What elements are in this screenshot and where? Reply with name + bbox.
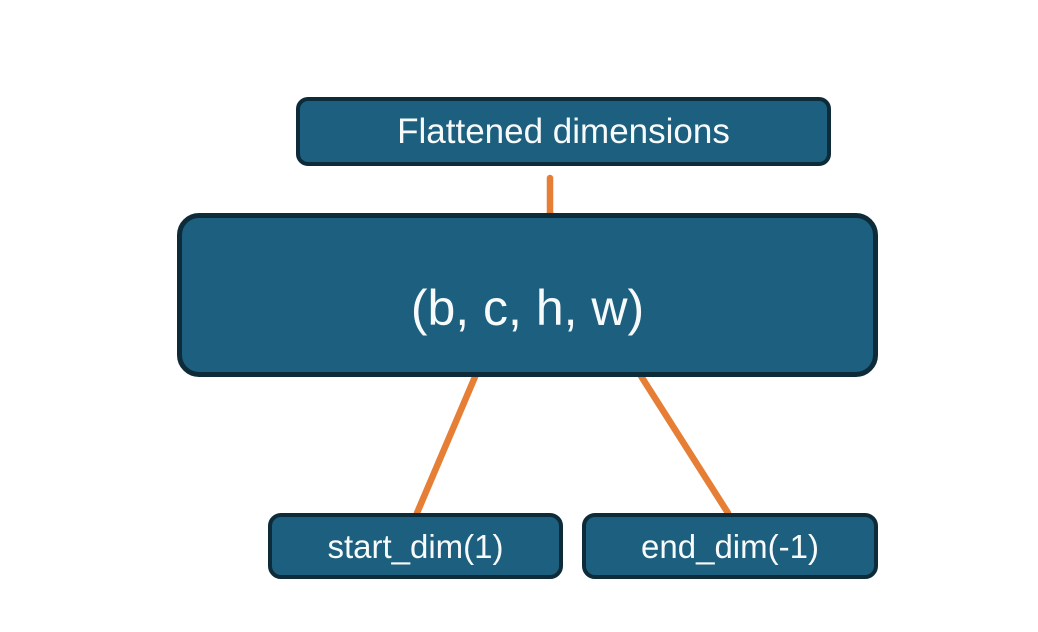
node-start-dim: start_dim(1) bbox=[268, 513, 563, 579]
tensor-shape-label: (b, c, h, w) bbox=[410, 280, 645, 336]
end-dim-label: end_dim(-1) bbox=[641, 527, 819, 565]
flattened-dimensions-label: Flattened dimensions bbox=[397, 112, 730, 151]
node-tensor-shape: (b, c, h, w) bbox=[177, 213, 878, 377]
start-dim-label: start_dim(1) bbox=[327, 527, 504, 565]
node-flattened-dimensions: Flattened dimensions bbox=[296, 97, 831, 166]
node-end-dim: end_dim(-1) bbox=[582, 513, 878, 579]
